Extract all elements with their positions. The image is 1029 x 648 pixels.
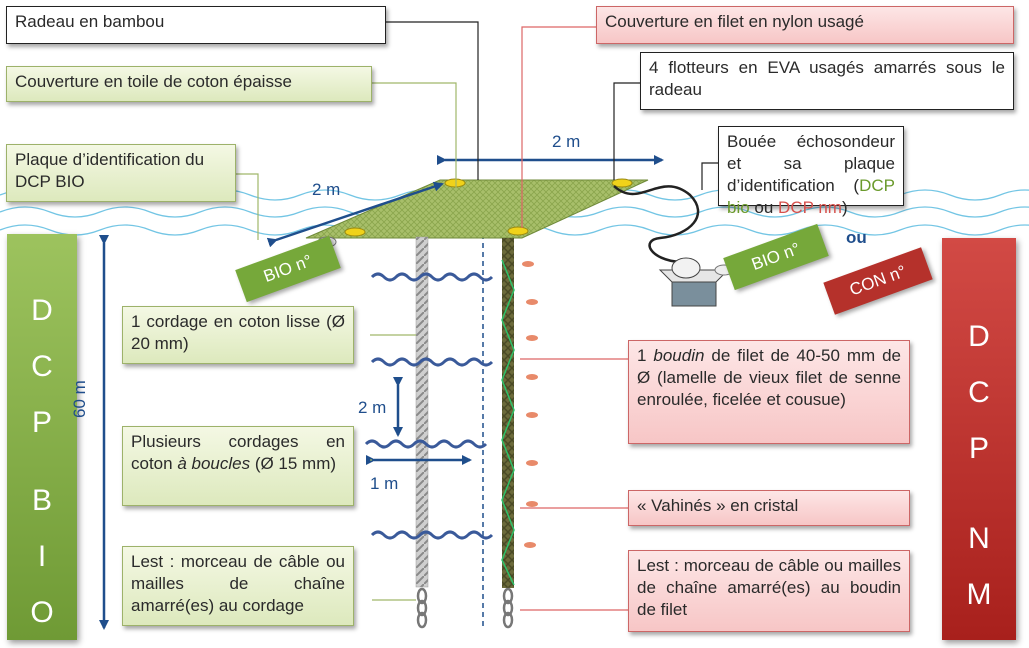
dcp-bio-letter: P bbox=[31, 406, 52, 439]
crystal-lures bbox=[522, 261, 538, 548]
label-cotton-cover: Couverture en toile de coton épaisse bbox=[6, 66, 372, 102]
leader-lines bbox=[236, 21, 718, 611]
echo-buoy-text: Bouée échosondeur et sa plaque d’identif… bbox=[727, 132, 895, 195]
dcp-nm-letter: D bbox=[968, 320, 990, 353]
label-weight-nm: Lest : morceau de câble ou mailles de ch… bbox=[628, 550, 910, 632]
dcp-nm-letter: P bbox=[968, 432, 989, 465]
chain-weight-nm bbox=[502, 587, 514, 629]
net-sausage-text-1: 1 bbox=[637, 346, 654, 365]
net-sausage-binding bbox=[501, 259, 515, 586]
raft-width-label: 2 m bbox=[552, 132, 581, 151]
loop-spacing-label: 2 m bbox=[358, 398, 387, 417]
dcp-nm-letter: C bbox=[968, 376, 990, 409]
label-echo-buoy: Bouée échosondeur et sa plaque d’identif… bbox=[718, 126, 904, 217]
dcp-nm-letter: M bbox=[966, 578, 992, 611]
buoy-plate-disc bbox=[671, 257, 701, 279]
or-label: ou bbox=[846, 228, 867, 247]
echo-buoy-close: ) bbox=[841, 198, 848, 217]
label-id-plate: Plaque d’identification du DCP BIO bbox=[6, 144, 236, 202]
label-bamboo-raft: Radeau en bambou bbox=[6, 6, 386, 44]
loop-ropes-text-2: (Ø 15 mm) bbox=[250, 454, 337, 473]
label-loop-ropes: Plusieurs cordages en coton à boucles (Ø… bbox=[122, 426, 354, 506]
loop-ropes bbox=[364, 272, 494, 540]
label-weight-bio: Lest : morceau de câble ou mailles de ch… bbox=[122, 546, 354, 626]
loop-ropes-text-em: à boucles bbox=[177, 454, 251, 473]
dcp-bio-letter: B bbox=[31, 484, 52, 517]
chain-weight-bio bbox=[416, 587, 428, 629]
depth-label: 60 m bbox=[70, 380, 89, 418]
dcp-bio-letter: D bbox=[31, 294, 53, 327]
loop-ropes-text-1: Plusieurs cordages en coton bbox=[131, 432, 345, 473]
label-nylon-net-cover: Couverture en filet en nylon usagé bbox=[596, 6, 1014, 44]
dcp-bio-letter: I bbox=[37, 540, 47, 573]
echo-buoy-dcp-bio: DCP bio bbox=[727, 176, 895, 217]
label-crystal-lures: « Vahinés » en cristal bbox=[628, 490, 910, 526]
label-smooth-rope: 1 cordage en coton lisse (Ø 20 mm) bbox=[122, 306, 354, 364]
dcp-bio-letter: O bbox=[30, 596, 54, 629]
net-sausage-text-2: de filet de 40-50 mm de Ø (lamelle de vi… bbox=[637, 346, 901, 409]
buoy-rope bbox=[613, 185, 700, 264]
raft-depth-label: 2 m bbox=[312, 180, 341, 199]
echo-buoy-dcp-nm: DCP nm bbox=[778, 198, 842, 217]
net-sausage-text-em: boudin bbox=[653, 346, 705, 365]
dimension-arrows bbox=[99, 155, 664, 630]
dcp-bio-letter: C bbox=[31, 350, 53, 383]
dcp-nm-bar: D C P N M bbox=[942, 238, 1016, 640]
echo-buoy-or: ou bbox=[749, 198, 779, 217]
loop-length-label: 1 m bbox=[370, 474, 399, 493]
label-net-sausage: 1 boudin de filet de 40-50 mm de Ø (lame… bbox=[628, 340, 910, 444]
dcp-bio-bar: D C P B I O bbox=[7, 234, 77, 640]
dcp-nm-letter: N bbox=[968, 522, 990, 555]
label-eva-floats: 4 flotteurs en EVA usagés amarrés sous l… bbox=[640, 52, 1014, 110]
